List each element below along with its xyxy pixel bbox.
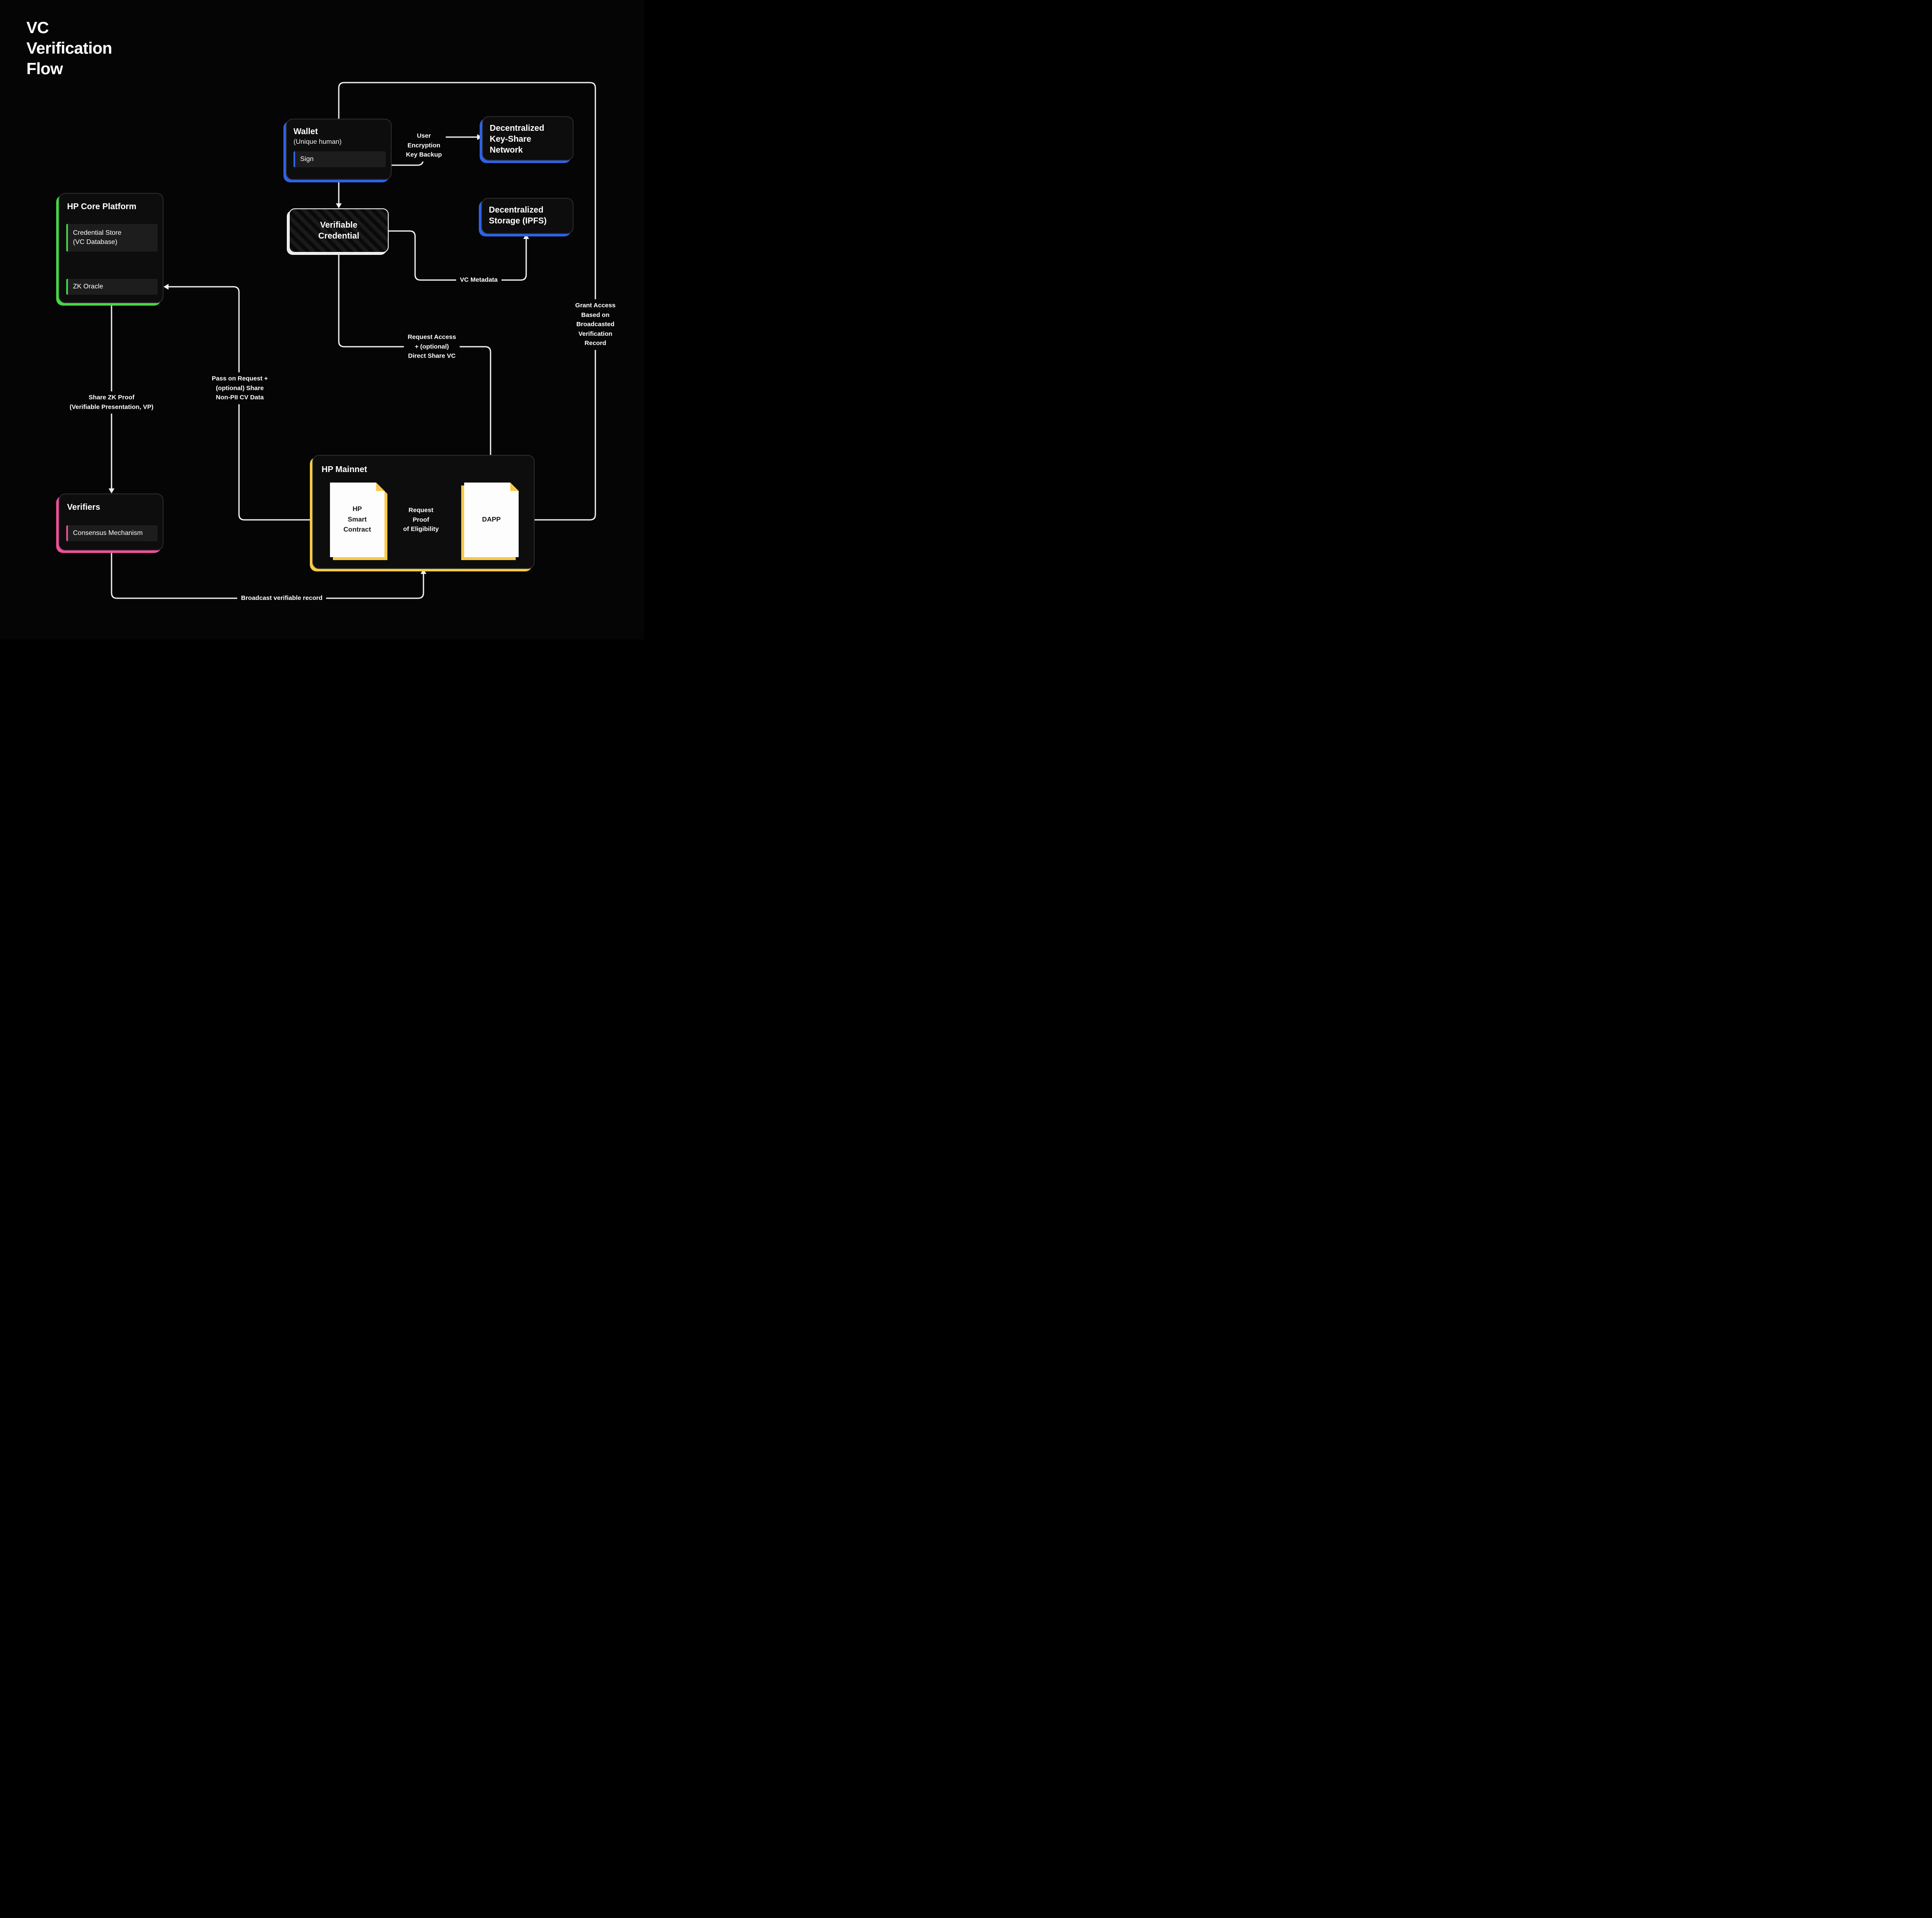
credential-store-item: Credential Store (VC Database) [66,224,158,252]
arrowhead-share-zk-proof [109,488,114,493]
arrowhead-pass-on-request [164,284,169,290]
decentralized-storage-node: Decentralized Storage (IPFS) [481,198,574,234]
edge-label-grant-access: Grant Access Based on Broadcasted Verifi… [571,299,620,350]
edge-label-pass-on-request: Pass on Request + (optional) Share Non-P… [208,372,272,404]
consensus-mechanism-item: Consensus Mechanism [66,525,158,541]
wallet-node: Wallet (Unique human) Sign [286,119,392,180]
folded-corner-icon [510,483,519,491]
hp-mainnet-node: HP Mainnet HP Smart Contract DAPP [312,455,535,569]
edge-grant-access-path [338,82,596,521]
arrowhead-vc-metadata [523,234,529,239]
edge-label-share-zk-proof: Share ZK Proof (Verifiable Presentation,… [65,391,158,414]
dapp-label: DAPP [482,516,501,523]
edge-label-user-key-backup: User Encryption Key Backup [402,130,446,161]
edge-vc-metadata-path [389,230,527,281]
arrowhead-backup-keyshare [477,134,482,140]
hp-core-platform-title: HP Core Platform [67,202,137,211]
edge-label-broadcast: Broadcast verifiable record [237,592,327,605]
hp-smart-contract-doc: HP Smart Contract [330,483,384,557]
wallet-sign-item: Sign [293,151,386,167]
verifiers-title: Verifiers [67,503,100,512]
edge-label-vc-metadata: VC Metadata [456,273,502,287]
keyshare-network-label: Decentralized Key-Share Network [490,124,545,155]
verifiers-node: Verifiers Consensus Mechanism [59,493,164,550]
edge-label-request-proof: Request Proof of Eligibility [399,504,443,536]
wallet-subtitle: (Unique human) [293,138,342,145]
wallet-title: Wallet [293,127,318,136]
verifiable-credential-node: Verifiable Credential [289,208,389,253]
document-icon: DAPP [464,483,519,557]
diagram-canvas: VC Verification Flow Wallet (Unique huma… [0,0,644,639]
edge-label-request-access: Request Access + (optional) Direct Share… [404,331,460,363]
hp-core-platform-node: HP Core Platform Credential Store (VC Da… [59,193,164,303]
folded-corner-icon [376,483,384,491]
arrowhead-broadcast [421,569,426,574]
keyshare-network-node: Decentralized Key-Share Network [482,116,574,161]
zk-oracle-item: ZK Oracle [66,279,158,295]
page-title: VC Verification Flow [26,19,112,78]
hp-smart-contract-label: HP Smart Contract [343,505,371,534]
verifiable-credential-label: Verifiable Credential [318,221,359,241]
hp-mainnet-title: HP Mainnet [322,465,367,474]
dapp-doc: DAPP [464,483,519,557]
document-icon: HP Smart Contract [330,483,384,557]
arrowhead-wallet-vc [336,203,342,208]
decentralized-storage-label: Decentralized Storage (IPFS) [489,205,547,226]
